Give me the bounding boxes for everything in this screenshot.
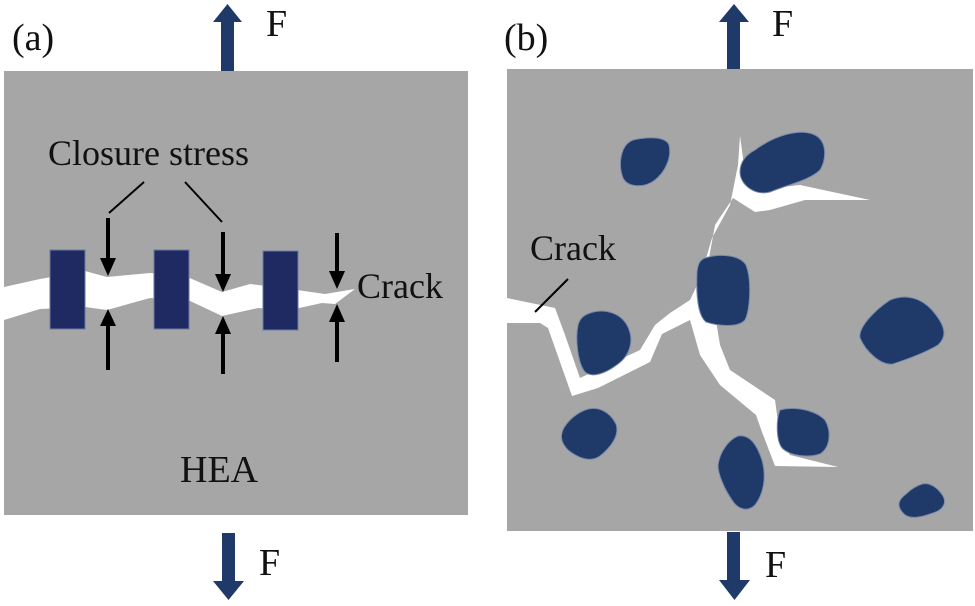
particle-b-2	[739, 131, 826, 194]
panel-a: (a) F Closure stress	[4, 3, 468, 600]
closure-stress-label: Closure stress	[48, 133, 249, 173]
particle-a-3	[262, 250, 299, 331]
closure-stress-arrows	[100, 218, 345, 374]
particle-b-4	[576, 310, 632, 376]
particle-a-1	[49, 249, 86, 330]
stress-arrowhead-down	[100, 258, 116, 276]
force-arrow-top-b	[719, 4, 749, 70]
force-arrow-shaft	[222, 533, 235, 583]
force-arrow-top-a	[213, 4, 242, 72]
panel-a-letter: (a)	[12, 17, 54, 59]
particle-b-3	[696, 254, 751, 326]
particle-b-6	[561, 407, 618, 460]
force-label-top-b: F	[772, 3, 793, 45]
force-arrow-bottom-b	[719, 532, 750, 600]
crack-b-main	[507, 136, 870, 467]
force-label-bottom-b: F	[765, 544, 786, 586]
particle-b-8	[717, 435, 765, 510]
crack-label-b: Crack	[530, 228, 616, 268]
closure-stress-leader-2	[184, 181, 223, 223]
particle-a-2	[153, 249, 190, 330]
stress-arrow-pair-1	[100, 218, 116, 370]
material-label-hea: HEA	[180, 449, 259, 491]
stress-arrowhead-up	[215, 316, 231, 334]
particles-b	[561, 131, 946, 518]
force-arrow-bottom-a	[213, 533, 244, 600]
particle-b-7	[776, 407, 830, 457]
force-label-top-a: F	[266, 3, 287, 45]
crack-leader-b	[534, 278, 569, 313]
force-arrow-head	[719, 580, 750, 600]
force-arrow-head	[719, 4, 749, 22]
stress-arrowhead-down	[215, 274, 231, 292]
force-arrow-shaft	[727, 532, 740, 582]
force-label-bottom-a: F	[259, 542, 280, 584]
force-arrow-head	[213, 581, 244, 600]
force-arrow-shaft	[727, 20, 740, 70]
stress-arrowhead-up	[329, 304, 345, 322]
particle-b-1	[620, 137, 671, 187]
force-arrow-shaft	[221, 20, 234, 72]
particle-b-9	[898, 483, 946, 518]
closure-stress-leader-1	[108, 181, 145, 214]
panel-b: (b) F Crack F	[504, 3, 973, 600]
stress-arrowhead-down	[329, 271, 345, 289]
stress-arrowhead-up	[100, 309, 116, 326]
panel-b-letter: (b)	[504, 17, 548, 59]
stress-arrow-pair-3	[329, 233, 345, 362]
stress-arrow-pair-2	[215, 232, 231, 374]
crack-label-a: Crack	[357, 266, 443, 306]
force-arrow-head	[213, 4, 242, 22]
particle-b-5	[859, 296, 945, 365]
